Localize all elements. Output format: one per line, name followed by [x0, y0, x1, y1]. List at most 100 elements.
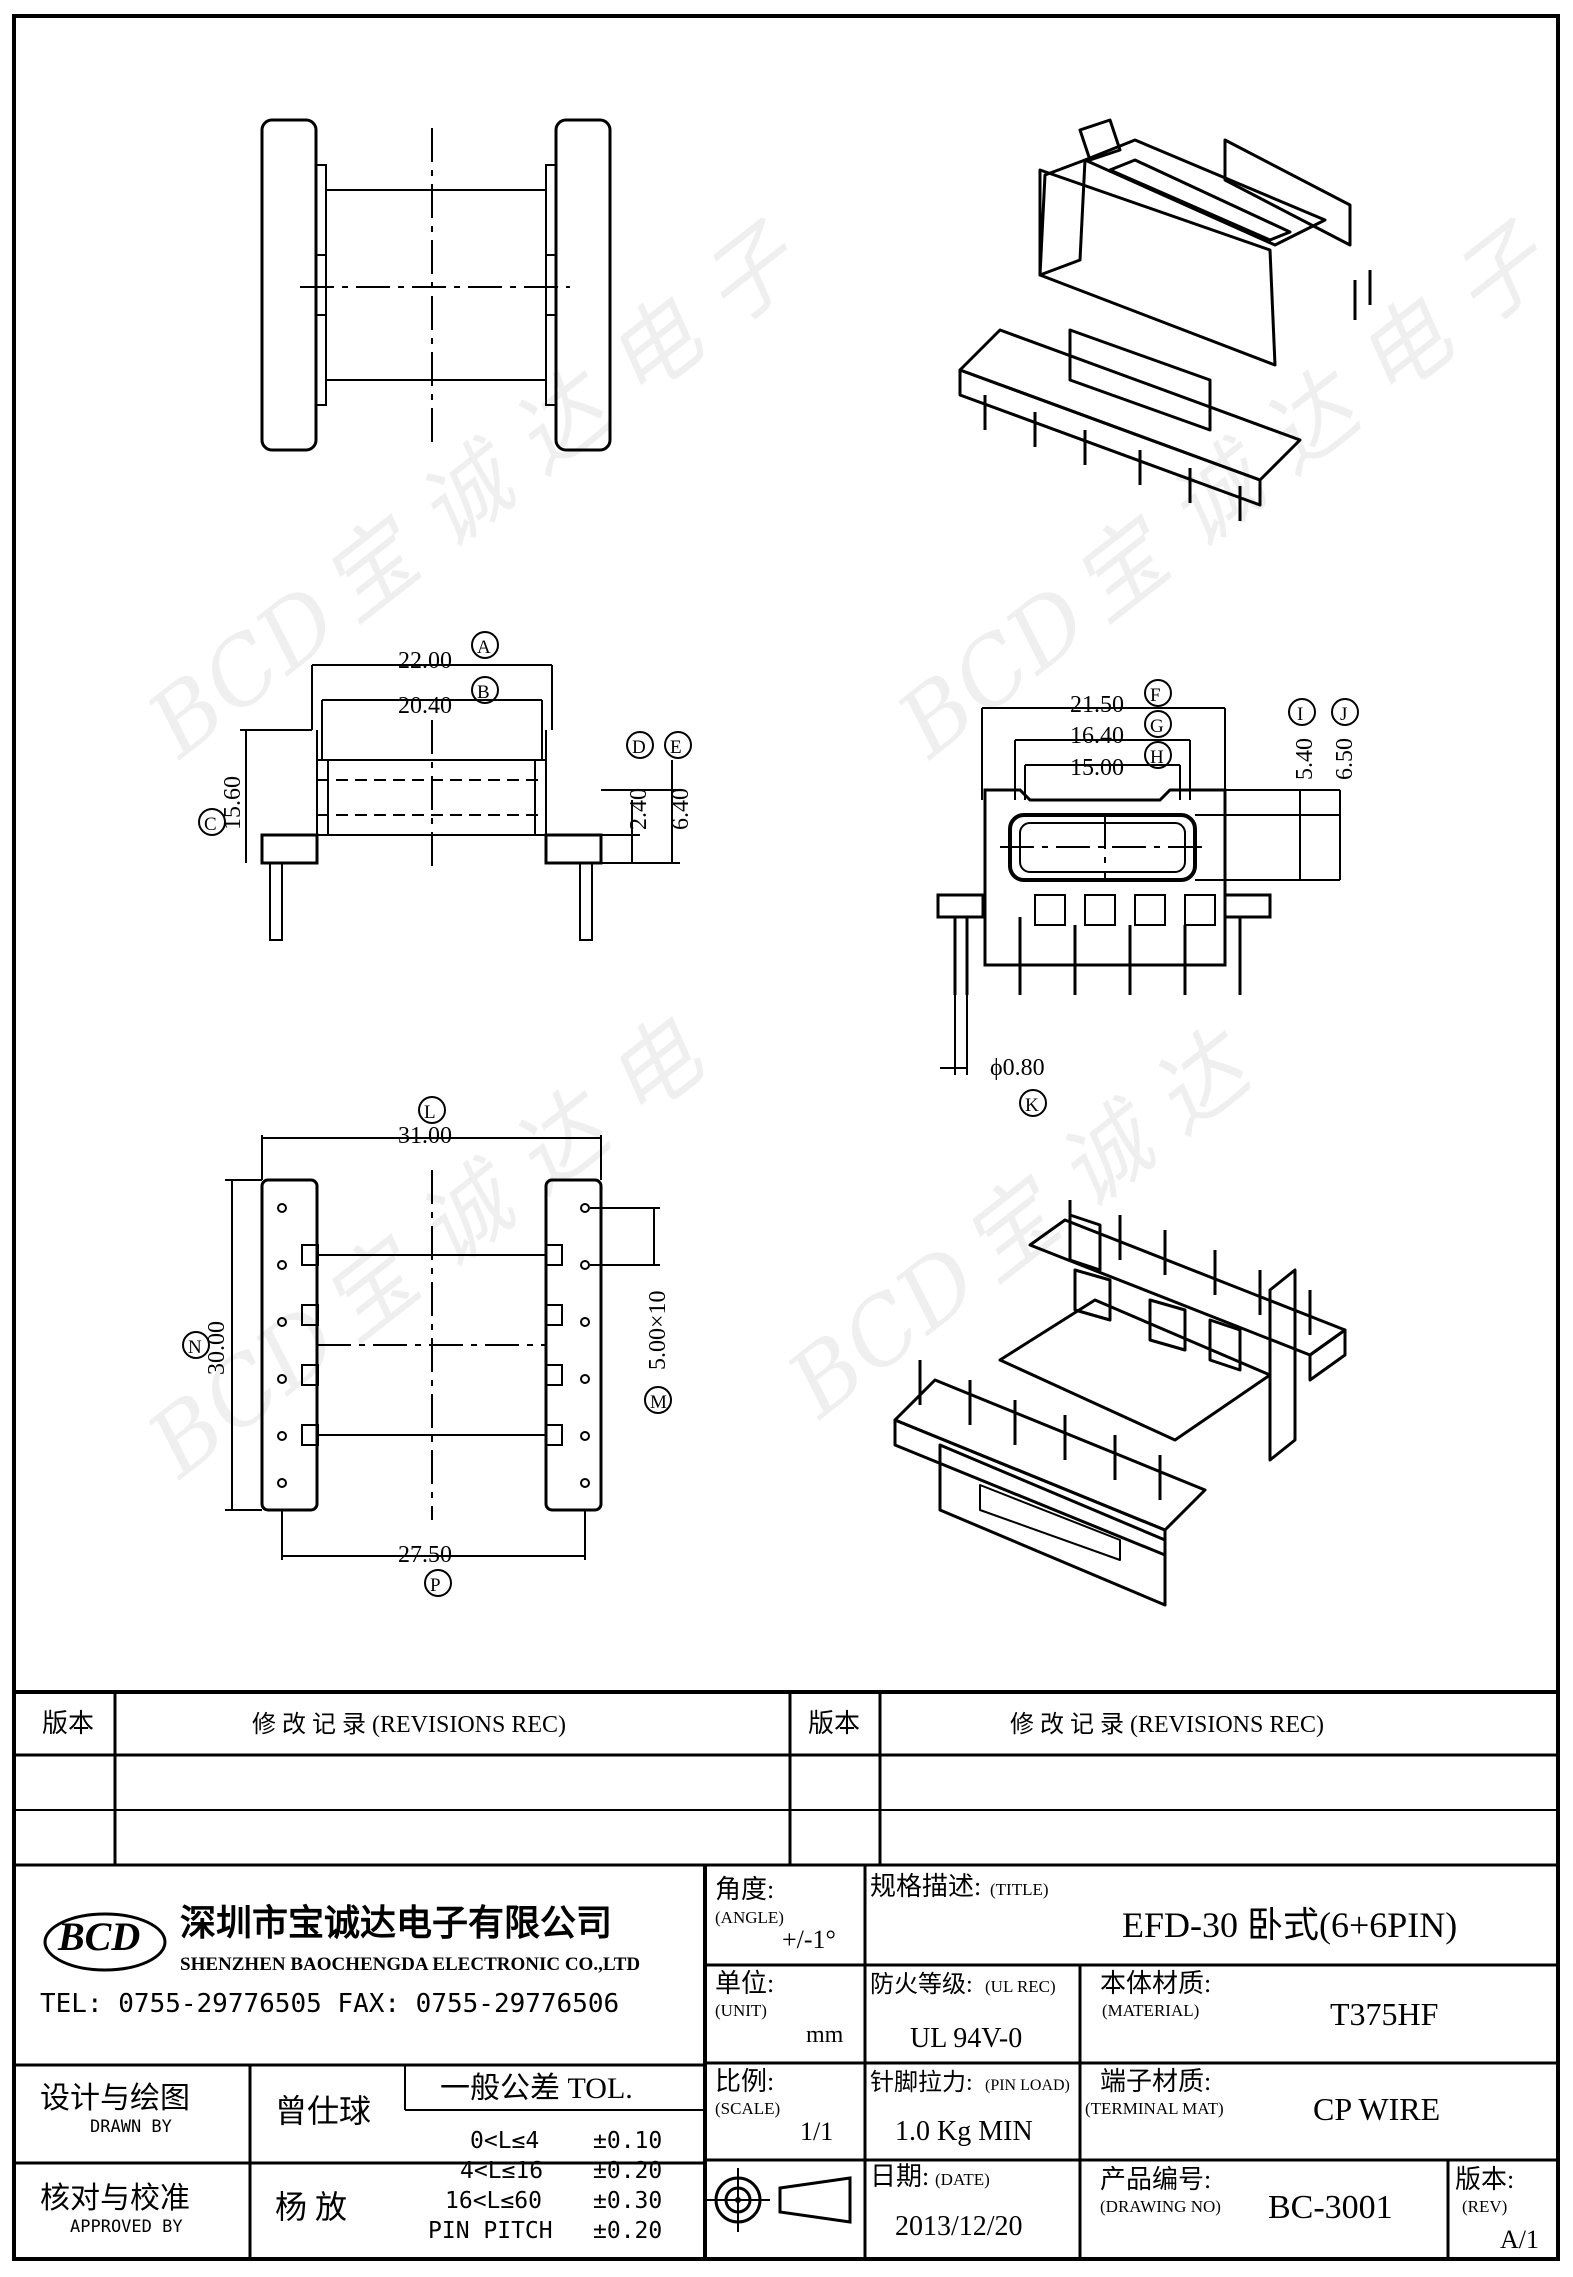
tolerance-value-1: ±0.10	[593, 2128, 662, 2154]
title-label: 规格描述:	[870, 1872, 981, 1901]
dim-f: 21.50	[1070, 692, 1124, 718]
rev-rec-header-left: 修 改 记 录 (REVISIONS REC)	[252, 1711, 566, 1738]
dimension-markers: A B C D E F G H I J K L M N P	[182, 631, 1359, 1597]
isometric-view-bottom	[893, 1200, 1347, 1607]
dim-j: 6.50	[1332, 738, 1358, 780]
rev-label: 版本:	[1455, 2165, 1514, 2194]
title-block: BCD 深圳市宝诚达电子有限公司 SHENZHEN BAOCHENGDA ELE…	[14, 1865, 1558, 2259]
marker-p: P	[430, 1575, 441, 1596]
terminal-label: 端子材质:	[1100, 2067, 1211, 2096]
drawing-value: BC-3001	[1268, 2189, 1393, 2226]
watermark-char: 电	[586, 280, 725, 421]
watermark-layer: BCD 宝 诚 达 电 子 BCD 宝 诚 达 电 子 BCD 宝 诚 达 电 …	[127, 205, 1570, 1499]
rev-value: A/1	[1500, 2225, 1539, 2254]
top-view	[260, 118, 612, 452]
angle-label: 角度:	[715, 1875, 774, 1904]
marker-j: J	[1340, 704, 1347, 725]
tolerance-value-4: ±0.20	[593, 2218, 662, 2244]
marker-c: C	[204, 814, 217, 835]
dim-h: 15.00	[1070, 755, 1124, 781]
marker-f: F	[1150, 685, 1161, 706]
dimension-labels: 22.00 20.40 15.60 2.40 6.40 21.50 16.40 …	[204, 648, 1358, 1568]
dim-l: 31.00	[398, 1123, 452, 1149]
company-name-cn: 深圳市宝诚达电子有限公司	[180, 1903, 612, 1943]
rev-label-en: (REV)	[1462, 2197, 1507, 2216]
material-value: T375HF	[1330, 1996, 1438, 2032]
approved-label-en: APPROVED BY	[70, 2217, 183, 2237]
drawn-label-en: DRAWN BY	[90, 2117, 172, 2137]
pinload-value: 1.0 Kg MIN	[895, 2116, 1033, 2147]
terminal-value: CP WIRE	[1313, 2091, 1440, 2127]
company-contact: TEL: 0755-29776505 FAX: 0755-29776506	[40, 1989, 619, 2019]
date-value: 2013/12/20	[895, 2211, 1023, 2242]
marker-i: I	[1297, 704, 1303, 725]
pinload-label-en: (PIN LOAD)	[985, 2077, 1070, 2094]
dim-b: 20.40	[398, 693, 452, 719]
watermark-logo: BCD	[767, 1226, 998, 1439]
tolerance-range-3: 16<L≤60	[445, 2188, 542, 2214]
material-label: 本体材质:	[1100, 1969, 1211, 1998]
approved-label: 核对与校准	[40, 2182, 190, 2215]
approved-name: 杨 放	[275, 2189, 347, 2225]
scale-value: 1/1	[800, 2117, 833, 2146]
side-view	[936, 707, 1341, 1075]
dim-c: 15.60	[220, 776, 246, 830]
date-label: 日期:	[870, 2162, 929, 2191]
dim-m: 5.00×10	[645, 1290, 671, 1370]
company-logo: BCD	[43, 1912, 167, 1972]
watermark-char: 电	[1336, 280, 1475, 421]
watermark-char: 电	[586, 1000, 725, 1141]
dim-p: 27.50	[398, 1542, 452, 1568]
watermark-char: 达	[1131, 1010, 1274, 1154]
terminal-label-en: (TERMINAL MAT)	[1085, 2099, 1224, 2118]
rev-rec-header-right: 修 改 记 录 (REVISIONS REC)	[1010, 1711, 1324, 1738]
revision-table: 版本 修 改 记 录 (REVISIONS REC) 版本 修 改 记 录 (R…	[14, 1690, 1558, 1867]
projection-symbol-icon	[706, 2168, 852, 2232]
dim-k: ϕ0.80	[990, 1055, 1045, 1081]
material-label-en: (MATERIAL)	[1102, 2001, 1199, 2020]
title-value: EFD-30 卧式(6+6PIN)	[1122, 1905, 1457, 1945]
watermark-char: 子	[681, 205, 821, 347]
tolerance-title: 一般公差 TOL.	[440, 2072, 633, 2105]
isometric-view-top	[958, 118, 1372, 521]
logo-text: BCD	[57, 1914, 140, 1959]
marker-d: D	[632, 737, 646, 758]
unit-value: mm	[806, 2022, 844, 2048]
tolerance-value-3: ±0.30	[593, 2188, 662, 2214]
sheet-border	[12, 14, 1560, 2261]
marker-b: B	[477, 682, 490, 703]
unit-label-en: (UNIT)	[715, 2001, 767, 2020]
dim-a: 22.00	[398, 648, 452, 674]
drawing-label-en: (DRAWING NO)	[1100, 2197, 1221, 2216]
tolerance-range-2: 4<L≤16	[460, 2158, 543, 2184]
unit-label: 单位:	[715, 1969, 774, 1998]
rev-ver-header-right: 版本	[808, 1709, 860, 1738]
title-label-en: (TITLE)	[990, 1880, 1049, 1899]
marker-k: K	[1025, 1095, 1039, 1116]
rev-ver-header-left: 版本	[42, 1709, 94, 1738]
tolerance-value-2: ±0.20	[593, 2158, 662, 2184]
pinload-label: 针脚拉力:	[870, 2069, 973, 2096]
scale-label-en: (SCALE)	[715, 2099, 780, 2118]
marker-n: N	[188, 1337, 202, 1358]
marker-e: E	[670, 737, 682, 758]
dim-d: 2.40	[626, 788, 652, 830]
angle-label-en: (ANGLE)	[715, 1908, 784, 1927]
dim-e: 6.40	[668, 788, 694, 830]
drawn-label: 设计与绘图	[40, 2082, 190, 2115]
scale-label: 比例:	[715, 2067, 774, 2096]
drawing-label: 产品编号:	[1100, 2165, 1211, 2194]
tolerance-range-1: 0<L≤4	[470, 2128, 539, 2154]
angle-value: +/-1°	[782, 1925, 836, 1954]
marker-a: A	[477, 637, 491, 658]
dim-g: 16.40	[1070, 723, 1124, 749]
tolerance-range-4: PIN PITCH	[428, 2218, 553, 2244]
ul-label: 防火等级:	[870, 1971, 973, 1998]
date-label-en: (DATE)	[935, 2170, 990, 2189]
marker-h: H	[1150, 747, 1164, 768]
front-view	[240, 664, 680, 941]
ul-label-en: (UL REC)	[985, 1977, 1056, 1996]
marker-g: G	[1150, 716, 1164, 737]
bottom-view	[225, 1135, 660, 1560]
